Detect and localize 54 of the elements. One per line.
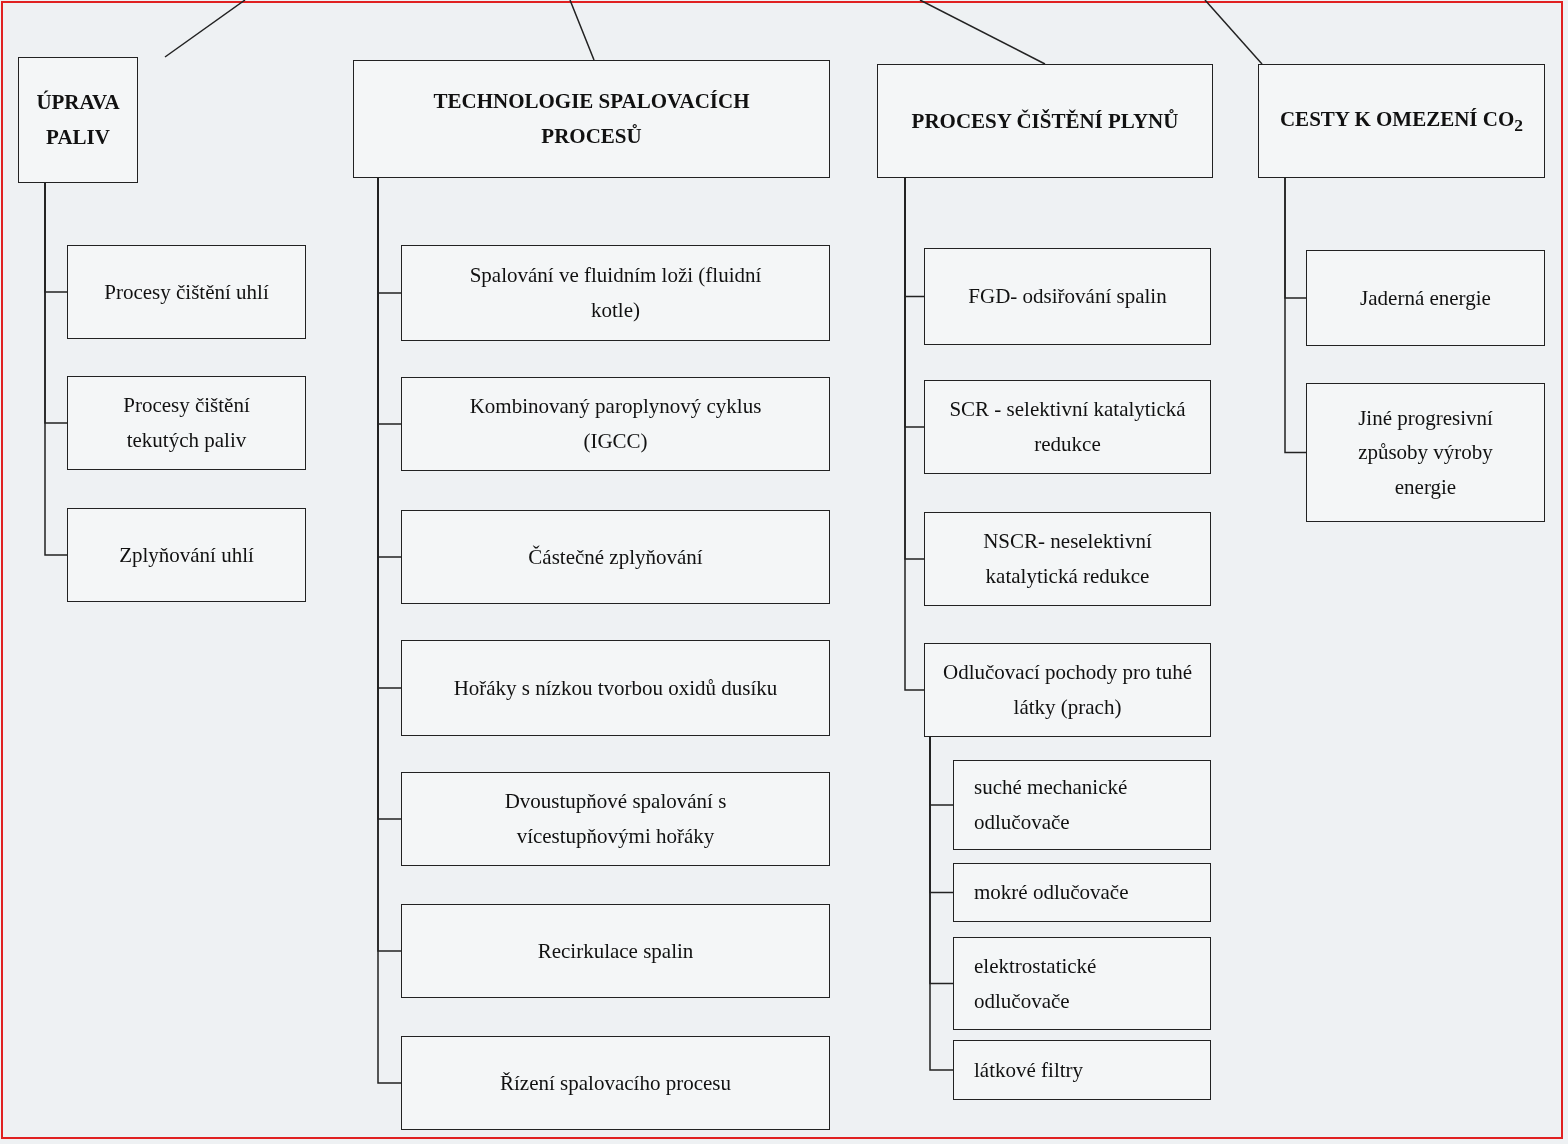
item-box [401,640,830,736]
item-label: Jaderná energie [1360,284,1491,312]
item-label: SCR - selektivní katalytická redukce [948,396,1187,458]
item-box [953,863,1211,922]
item-label: Jiné progresivní způsoby výroby energie [1357,404,1494,501]
item-label: Řízení spalovacího procesu [500,1069,731,1097]
connector-line [44,182,68,556]
item-label: Spalování ve fluidním loži (fluidní kotle) [468,262,763,324]
item-box [924,643,1211,737]
category-box [877,64,1213,178]
item-box [401,377,830,471]
item-box [401,1036,830,1130]
item-box [953,1040,1211,1100]
connector-line [1204,0,1263,65]
category-box [353,60,830,178]
category-heading: CESTY K OMEZENÍ CO$_{2}$ [1279,105,1524,138]
item-box [924,248,1211,345]
category-box [1258,64,1545,178]
item-label: Dvoustupňové spalování s vícestupňovými hořáky [503,788,728,850]
item-label: NSCR- neselektivní katalytická redukce [982,528,1153,590]
item-box [67,376,306,470]
connector-line [1284,177,1307,454]
item-label: Hořáky s nízkou tvorbou oxidů dusíku [453,674,778,702]
item-label: FGD- odsiřování spalin [968,283,1167,311]
item-box [924,512,1211,606]
item-label: Procesy čištění tekutých paliv [122,392,251,454]
connector-line [569,0,595,61]
item-box [401,904,830,998]
item-box [953,937,1211,1030]
item-box [401,510,830,604]
category-heading: TECHNOLOGIE SPALOVACÍCH PROCESŮ [432,88,751,150]
item-box [401,772,830,866]
connector-line [164,0,246,58]
connector-line [919,0,1046,65]
category-box [18,57,138,183]
item-box [67,245,306,339]
item-label: mokré odlučovače [974,879,1129,907]
item-label: látkové filtry [974,1056,1084,1084]
item-label: Kombinovaný paroplynový cyklus (IGCC) [468,393,763,455]
item-label: Recirkulace spalin [537,937,694,965]
item-box [924,380,1211,474]
item-box [953,760,1211,850]
item-label: Odlučovací pochody pro tuhé látky (prach) [942,659,1193,721]
item-label: elektrostatické odlučovače [974,952,1098,1015]
item-label: suché mechanické odlučovače [974,774,1129,836]
item-box [67,508,306,602]
item-box [401,245,830,341]
category-heading: ÚPRAVA PALIV [35,89,121,151]
item-box [1306,250,1545,346]
item-label: Částečné zplyňování [528,543,703,571]
category-heading: PROCESY ČIŠTĚNÍ PLYNŮ [911,107,1179,135]
item-label: Zplyňování uhlí [119,541,254,569]
item-box [1306,383,1545,522]
item-label: Procesy čištění uhlí [104,278,269,306]
